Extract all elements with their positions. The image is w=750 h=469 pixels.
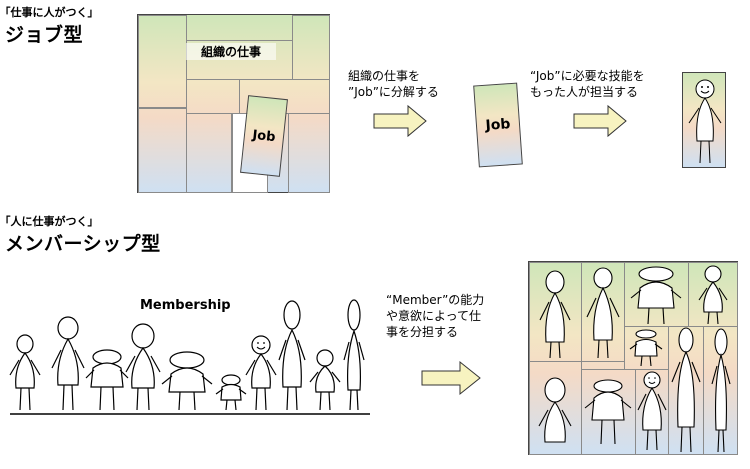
- job-subtitle: ｢仕事に人がつく｣: [5, 4, 93, 20]
- step1-line2: ”Job”に分解する: [348, 84, 439, 100]
- member-title: メンバーシップ型: [5, 229, 161, 256]
- job-card-tilted: Job: [240, 95, 288, 177]
- job-card-label: Job: [252, 127, 277, 144]
- member-caption-line3: 事を分担する: [386, 324, 484, 340]
- stick-figure-icon: [683, 73, 727, 169]
- step1-line1: 組織の仕事を: [348, 68, 439, 84]
- member-caption-line1: “Member”の能力: [386, 292, 484, 308]
- member-caption-line2: や意欲によって仕: [386, 308, 484, 324]
- right-arrow-icon: [374, 106, 428, 136]
- step2-line2: もった人が担当する: [530, 84, 645, 100]
- right-arrow-icon: [422, 362, 482, 394]
- member-caption: “Member”の能力 や意欲によって仕 事を分担する: [386, 292, 484, 340]
- step2-line1: “Job”に必要な技能を: [530, 68, 645, 84]
- job-card-separated-label: Job: [485, 116, 511, 134]
- person-job-card: [682, 72, 726, 168]
- step2-caption: “Job”に必要な技能を もった人が担当する: [530, 68, 645, 100]
- assigned-members: [529, 262, 739, 456]
- organization-work-label: 組織の仕事: [186, 43, 276, 60]
- step1-caption: 組織の仕事を ”Job”に分解する: [348, 68, 439, 100]
- member-assignment-box: [528, 261, 738, 455]
- member-subtitle: ｢人に仕事がつく｣: [5, 213, 93, 229]
- job-title: ジョブ型: [5, 20, 83, 47]
- right-arrow-icon: [574, 106, 628, 136]
- membership-group: [0, 290, 380, 420]
- organization-work-box: 組織の仕事: [137, 14, 330, 193]
- job-card: Job: [473, 83, 523, 168]
